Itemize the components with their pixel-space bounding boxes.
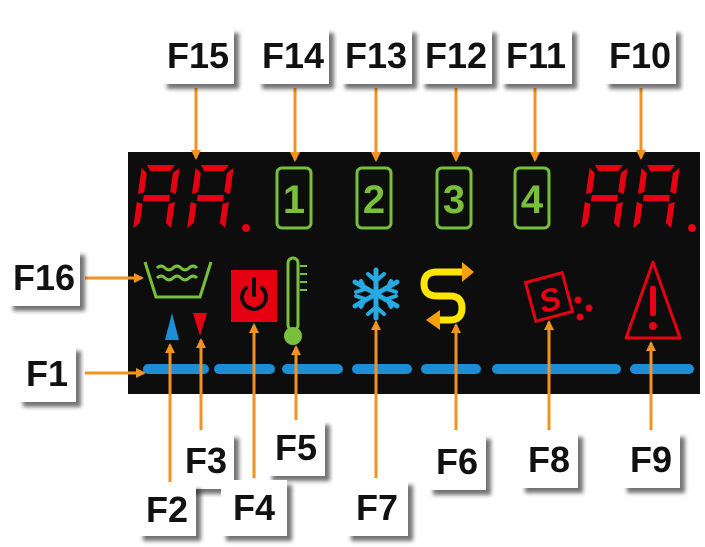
program-button-1[interactable]: 1 xyxy=(275,166,313,230)
label-f11: F11 xyxy=(500,28,572,84)
label-f16: F16 xyxy=(8,250,80,306)
label-f15: F15 xyxy=(162,28,234,84)
left-digit-display xyxy=(133,165,250,232)
label-f13: F13 xyxy=(340,28,412,84)
label-f9: F9 xyxy=(622,432,680,488)
label-f2: F2 xyxy=(138,484,196,536)
down-triangle-icon xyxy=(193,313,207,336)
program-button-4-label: 4 xyxy=(521,178,544,222)
label-f3: F3 xyxy=(178,433,234,489)
warning-icon xyxy=(624,260,682,340)
program-button-3-label: 3 xyxy=(443,178,465,222)
thermometer-icon xyxy=(284,256,307,345)
wash-basin-icon xyxy=(143,261,213,299)
program-button-1-label: 1 xyxy=(283,178,305,222)
label-f5: F5 xyxy=(267,420,325,476)
power-button[interactable] xyxy=(231,270,277,322)
label-f12: F12 xyxy=(420,28,492,84)
label-f14: F14 xyxy=(257,28,329,84)
label-f6: F6 xyxy=(428,434,486,490)
program-button-4[interactable]: 4 xyxy=(513,166,551,230)
program-button-2-label: 2 xyxy=(363,178,385,222)
right-digit-display xyxy=(581,165,696,232)
display-panel xyxy=(128,152,700,394)
program-button-2[interactable]: 2 xyxy=(355,166,393,230)
label-f4: F4 xyxy=(221,480,287,536)
label-f8: F8 xyxy=(520,432,578,488)
program-button-3[interactable]: 3 xyxy=(435,166,473,230)
up-triangle-icon xyxy=(165,313,179,340)
snowflake-icon xyxy=(352,267,400,321)
rinse-aid-icon xyxy=(420,262,474,330)
label-f10: F10 xyxy=(604,28,676,84)
label-f7: F7 xyxy=(346,480,408,536)
callout-arrows xyxy=(85,88,656,482)
label-f1: F1 xyxy=(18,346,76,402)
power-icon xyxy=(240,286,268,311)
